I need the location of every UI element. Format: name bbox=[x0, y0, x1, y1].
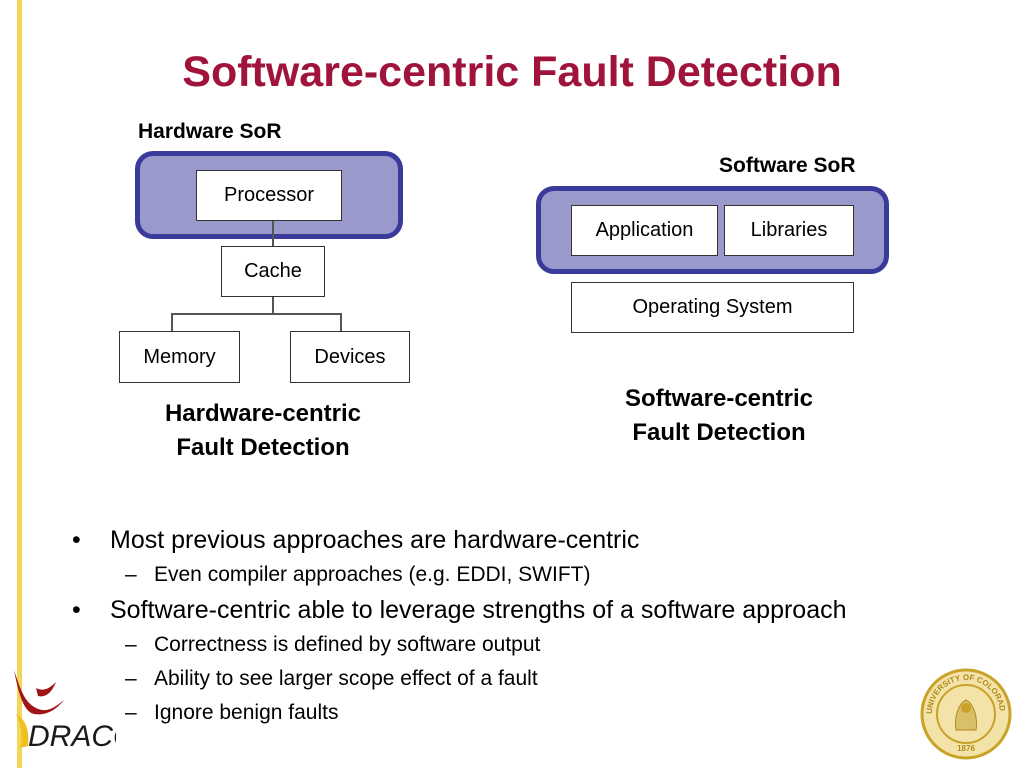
cache-trunk-connector bbox=[272, 297, 274, 314]
seal-year: 1876 bbox=[957, 744, 975, 753]
draco-logo: DRACO bbox=[14, 670, 116, 753]
devices-box: Devices bbox=[290, 331, 410, 383]
sub-bullet-text: Correctness is defined by software outpu… bbox=[154, 633, 541, 656]
cache-box: Cache bbox=[221, 246, 325, 297]
memory-box: Memory bbox=[119, 331, 240, 383]
hardware-caption-line2: Fault Detection bbox=[176, 434, 350, 461]
processor-box: Processor bbox=[196, 170, 342, 221]
application-box: Application bbox=[571, 205, 718, 256]
hardware-sor-region bbox=[135, 151, 403, 239]
sub-bullet-marker: – bbox=[125, 701, 137, 724]
operating-system-box: Operating System bbox=[571, 282, 854, 333]
bullet-marker: • bbox=[72, 596, 81, 624]
hardware-caption-line1: Hardware-centric bbox=[164, 400, 362, 427]
sub-bullet-marker: – bbox=[125, 667, 137, 690]
software-sor-label: Software SoR bbox=[719, 154, 856, 177]
sub-bullet-item: – Even compiler approaches (e.g. EDDI, S… bbox=[72, 558, 972, 592]
hardware-sor-label: Hardware SoR bbox=[138, 120, 282, 143]
sub-bullet-text: Ignore benign faults bbox=[154, 701, 339, 724]
cache-branch-connector bbox=[171, 313, 342, 315]
left-accent-bar bbox=[17, 0, 22, 768]
bullet-item: • Software-centric able to leverage stre… bbox=[72, 592, 972, 628]
bullet-text: Software-centric able to leverage streng… bbox=[110, 596, 847, 624]
bullet-item: • Most previous approaches are hardware-… bbox=[72, 522, 972, 558]
software-caption: Software-centric Fault Detection bbox=[559, 382, 879, 450]
libraries-box: Libraries bbox=[724, 205, 854, 256]
sub-bullet-text: Even compiler approaches (e.g. EDDI, SWI… bbox=[154, 563, 591, 586]
software-caption-line2: Fault Detection bbox=[632, 419, 806, 446]
university-seal: UNIVERSITY OF COLORADO 1876 bbox=[920, 668, 1012, 760]
bullet-marker: • bbox=[72, 526, 81, 554]
processor-cache-connector bbox=[272, 221, 274, 246]
sub-bullet-item: – Ignore benign faults bbox=[72, 696, 972, 730]
sub-bullet-item: – Correctness is defined by software out… bbox=[72, 628, 972, 662]
slide-title: Software-centric Fault Detection bbox=[182, 48, 842, 96]
sub-bullet-marker: – bbox=[125, 633, 137, 656]
devices-connector bbox=[340, 313, 342, 331]
sub-bullet-text: Ability to see larger scope effect of a … bbox=[154, 667, 538, 690]
bullet-text: Most previous approaches are hardware-ce… bbox=[110, 526, 640, 554]
bullet-list: • Most previous approaches are hardware-… bbox=[72, 522, 972, 730]
hardware-caption: Hardware-centric Fault Detection bbox=[103, 397, 423, 465]
sub-bullet-item: – Ability to see larger scope effect of … bbox=[72, 662, 972, 696]
software-caption-line1: Software-centric bbox=[624, 385, 814, 412]
sub-bullet-marker: – bbox=[125, 563, 137, 586]
memory-connector bbox=[171, 313, 173, 331]
draco-logo-text: DRACO bbox=[28, 720, 116, 753]
